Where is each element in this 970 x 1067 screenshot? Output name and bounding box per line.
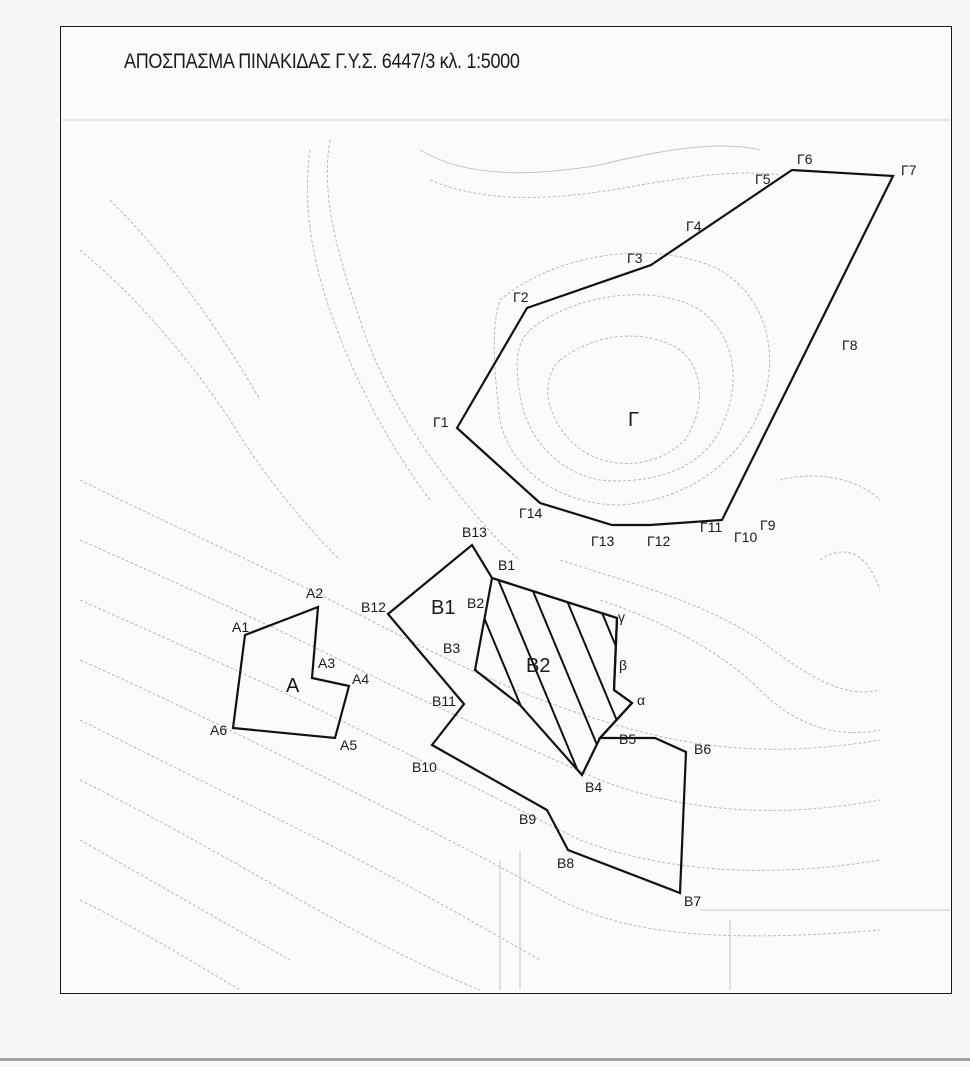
label-a3: A3 (318, 655, 335, 671)
label-alpha: α (637, 692, 645, 708)
contour-lines (79, 139, 950, 991)
label-b8: B8 (557, 855, 574, 871)
label-g11: Γ11 (700, 519, 722, 535)
label-g12: Γ12 (647, 533, 670, 549)
parcel-b1-label: B1 (431, 597, 455, 619)
parcel-b2-label: B2 (526, 655, 550, 677)
label-g1: Γ1 (433, 414, 449, 430)
label-g7: Γ7 (901, 162, 917, 178)
label-beta: β (619, 657, 627, 673)
map-frame (60, 26, 952, 994)
label-g10: Γ10 (734, 529, 757, 545)
label-g8: Γ8 (842, 337, 858, 353)
label-b11: B11 (432, 693, 456, 709)
label-b12: B12 (361, 599, 386, 615)
bottom-rule (0, 1058, 970, 1061)
label-g14: Γ14 (519, 505, 542, 521)
parcel-labels: A B1 B2 Γ (286, 409, 639, 697)
label-g3: Γ3 (627, 250, 643, 266)
label-b10: B10 (412, 759, 437, 775)
label-a1: A1 (232, 619, 249, 635)
label-g6: Γ6 (797, 151, 813, 167)
parcel-a-boundary (231, 605, 351, 740)
parcel-b2-hatched (473, 576, 634, 777)
label-a2: A2 (306, 585, 323, 601)
label-g9: Γ9 (760, 517, 776, 533)
label-b7: B7 (684, 893, 701, 909)
label-g5: Γ5 (755, 171, 771, 187)
label-b1: B1 (498, 557, 515, 573)
label-b4: B4 (585, 779, 602, 795)
label-gamma: γ (618, 609, 625, 625)
label-a6: A6 (210, 722, 227, 738)
label-g2: Γ2 (513, 289, 529, 305)
label-g13: Γ13 (591, 533, 614, 549)
label-b5: B5 (619, 731, 636, 747)
label-b13: B13 (462, 524, 487, 540)
label-a4: A4 (352, 671, 369, 687)
parcel-g-boundary (455, 168, 895, 527)
vertex-labels: A1 A2 A3 A4 A5 A6 B1 B2 B3 B4 B5 B6 B7 B… (210, 151, 917, 909)
parcel-a-label: A (286, 675, 300, 697)
label-b6: B6 (694, 741, 711, 757)
map-title: ΑΠΟΣΠΑΣΜΑ ΠΙΝΑΚΙΔΑΣ Γ.Υ.Σ. 6447/3 κλ. 1:… (124, 50, 520, 73)
label-a5: A5 (340, 737, 357, 753)
parcel-g-label: Γ (628, 409, 639, 431)
label-b3: B3 (443, 640, 460, 656)
label-b2: B2 (467, 595, 484, 611)
label-g4: Γ4 (686, 218, 702, 234)
label-b9: B9 (519, 811, 536, 827)
